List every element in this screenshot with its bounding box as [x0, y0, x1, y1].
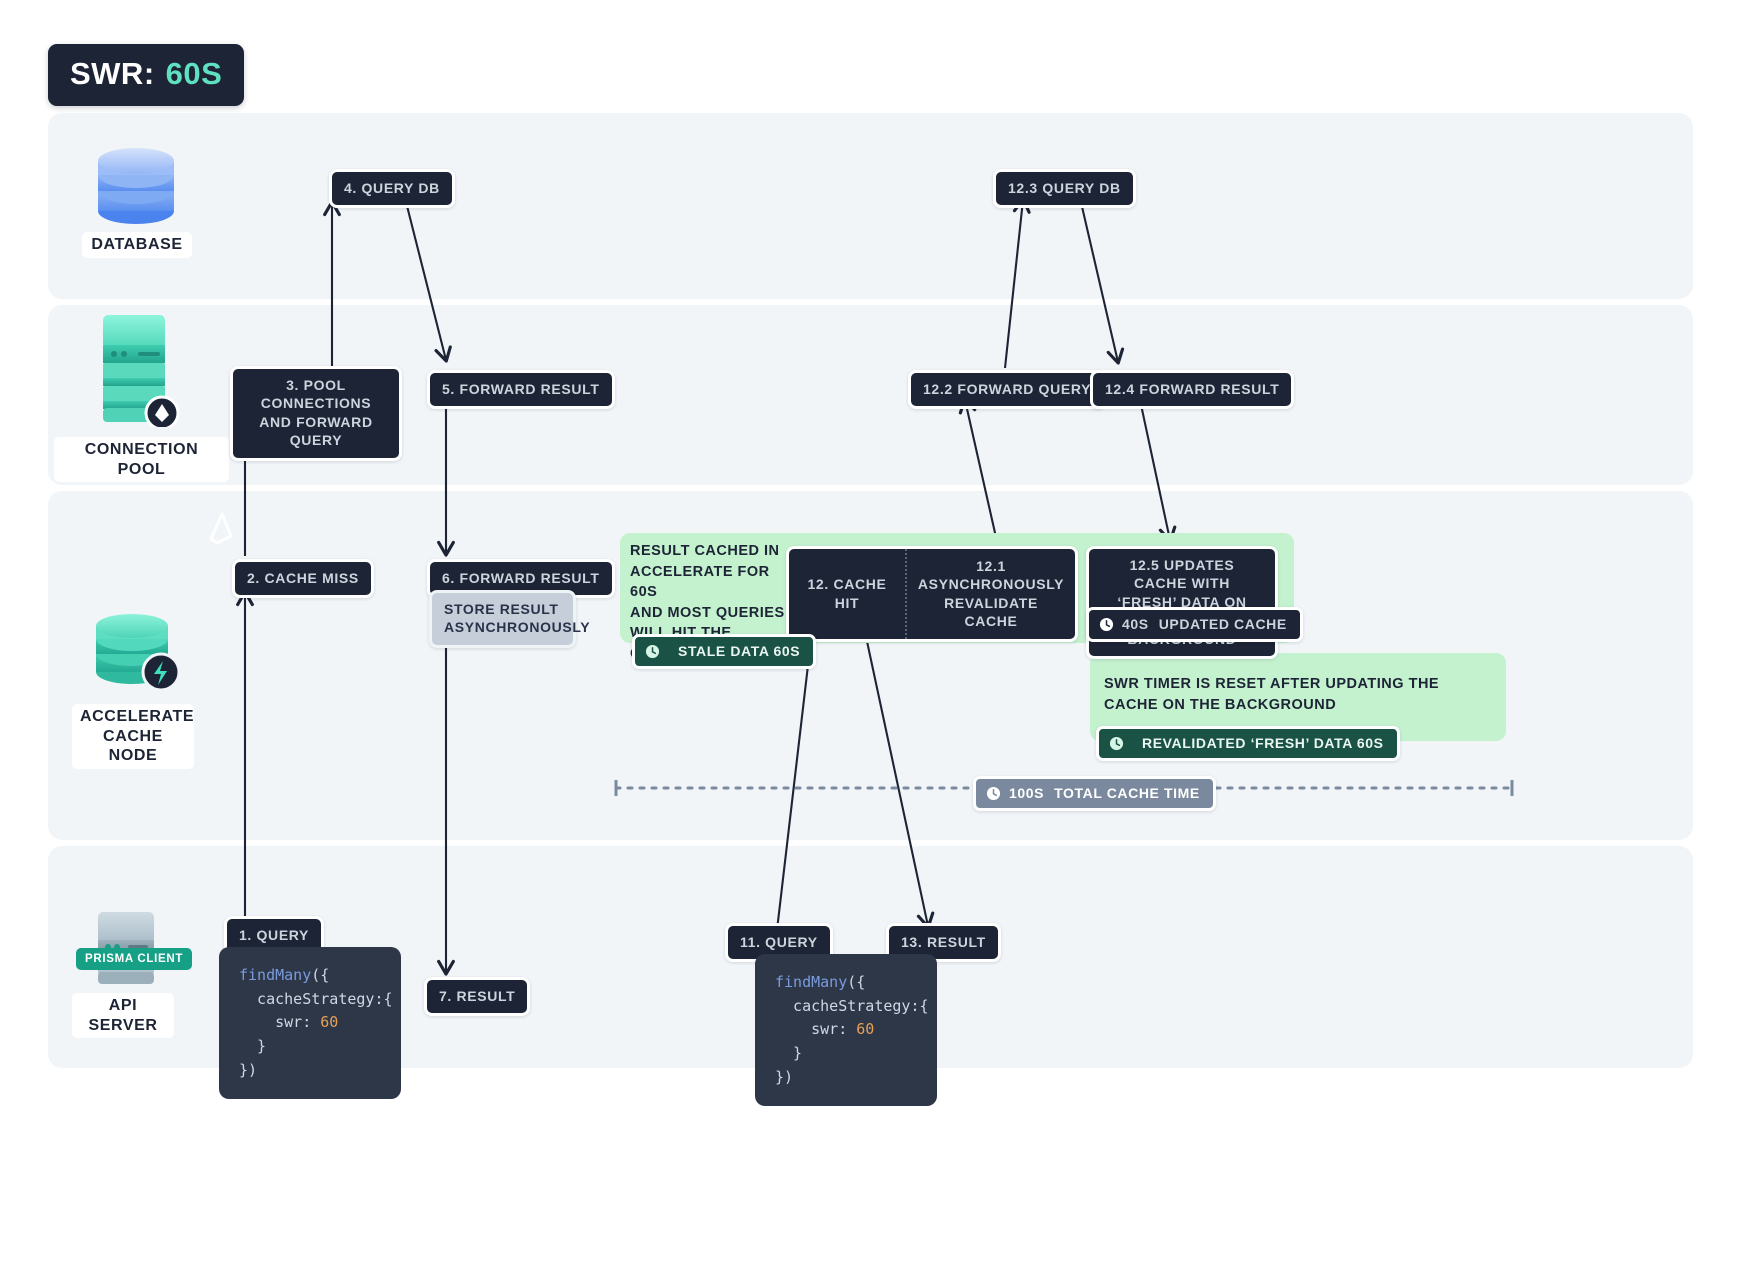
code-1-line2: cacheStrategy:{	[239, 989, 393, 1008]
accelerate-cache-node-icon	[96, 614, 181, 692]
swr-title-badge: SWR: 60S	[48, 44, 245, 106]
step-12-chip[interactable]: 12. CACHE HIT	[807, 576, 887, 611]
revalidated-data-badge: REVALIDATED ‘FRESH’ DATA 60S	[1096, 726, 1400, 761]
code-2-line3-val: 60	[856, 1020, 875, 1039]
step-2-chip[interactable]: 2. CACHE MISS	[232, 559, 374, 599]
code-block-1: findMany({ cacheStrategy:{ swr: 60 } })	[219, 947, 401, 1100]
swr-value: 60S	[165, 56, 223, 91]
accelerate-cache-node-label: ACCELERATE CACHE NODE	[72, 704, 194, 769]
swr-reset-text: SWR TIMER IS RESET AFTER UPDATING THE CA…	[1104, 676, 1440, 713]
api-server-label: API SERVER	[72, 993, 174, 1039]
step-12-1-chip[interactable]: 12.1 ASYNCHRONOUSLY REVALIDATE CACHE	[905, 549, 1075, 639]
step-12-4-chip[interactable]: 12.4 FORWARD RESULT	[1090, 370, 1295, 410]
database-icon	[98, 148, 174, 224]
code-2-line5: })	[775, 1067, 794, 1086]
clock-icon	[1099, 617, 1114, 631]
database-label: DATABASE	[82, 232, 192, 258]
lane-database	[48, 113, 1693, 299]
total-cache-time-label: TOTAL CACHE TIME	[1054, 785, 1200, 801]
step-12-3-chip[interactable]: 12.3 QUERY DB	[993, 169, 1136, 209]
step-5-chip[interactable]: 5. FORWARD RESULT	[427, 370, 615, 410]
code-1-line4: }	[239, 1037, 267, 1056]
step-7-chip[interactable]: 7. RESULT	[424, 977, 531, 1017]
step-12-5-chip[interactable]: 12.5 UPDATES CACHE WITH ‘FRESH’ DATA ON …	[1086, 546, 1278, 660]
code-block-2: findMany({ cacheStrategy:{ swr: 60 } })	[755, 954, 937, 1107]
revalidated-label: REVALIDATED ‘FRESH’ DATA 60S	[1142, 735, 1384, 751]
cache-note-text: RESULT CACHED IN ACCELERATE FOR 60S AND …	[630, 543, 785, 662]
step-3-chip[interactable]: 3. POOL CONNECTIONS AND FORWARD QUERY	[230, 366, 402, 461]
code-2-line3-key: swr:	[775, 1020, 857, 1039]
stale-data-label: STALE DATA 60S	[678, 643, 801, 659]
code-2-line2: cacheStrategy:{	[775, 996, 929, 1015]
clock-icon	[645, 644, 660, 658]
code-2-line4: }	[775, 1044, 803, 1063]
code-1-line3-val: 60	[320, 1013, 339, 1032]
code-2-rest: ({	[847, 973, 866, 991]
total-cache-time-value: 100S	[1009, 785, 1045, 801]
updated-cache-value: 40S	[1122, 616, 1149, 632]
step-4-chip[interactable]: 4. QUERY DB	[329, 169, 455, 209]
code-1-fn: findMany	[239, 966, 312, 984]
total-cache-time-badge: 100S TOTAL CACHE TIME	[973, 776, 1216, 811]
connection-pool-icon	[103, 315, 180, 427]
updated-cache-badge: 40S UPDATED CACHE	[1086, 607, 1303, 642]
code-1-line3-key: swr:	[239, 1013, 321, 1032]
prisma-watermark-icon	[209, 512, 233, 545]
store-result-note-chip: STORE RESULT ASYNCHRONOUSLY	[429, 590, 590, 648]
step-12-2-chip[interactable]: 12.2 FORWARD QUERY	[908, 370, 1107, 410]
updated-cache-label: UPDATED CACHE	[1158, 616, 1287, 632]
swr-label: SWR:	[70, 56, 155, 91]
stale-data-badge: STALE DATA 60S	[632, 634, 817, 669]
cache-hit-pair[interactable]: 12. CACHE HIT 12.1 ASYNCHRONOUSLY REVALI…	[786, 546, 1078, 642]
connection-pool-label: CONNECTION POOL	[54, 437, 229, 483]
code-1-rest: ({	[311, 966, 330, 984]
code-1-line5: })	[239, 1060, 258, 1079]
code-2-fn: findMany	[775, 973, 848, 991]
clock-icon	[986, 786, 1001, 800]
prisma-client-chip: PRISMA CLIENT	[76, 948, 193, 970]
clock-icon	[1109, 736, 1124, 750]
